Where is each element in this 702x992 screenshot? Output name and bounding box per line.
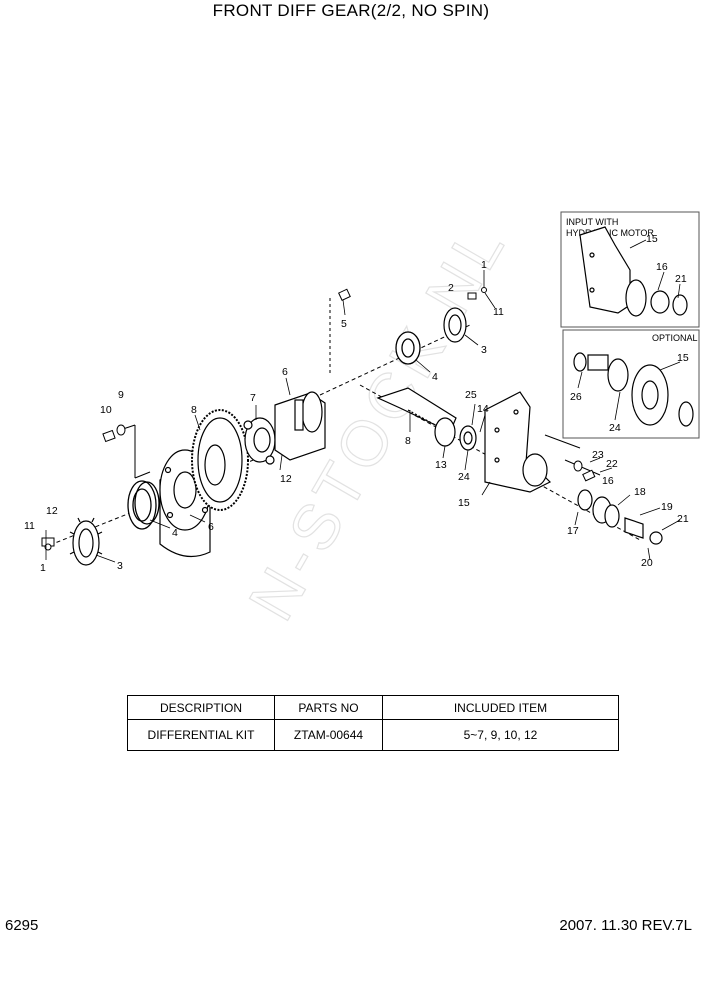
callout-26: 26 (570, 391, 582, 403)
kit-header-included-item: INCLUDED ITEM (382, 695, 619, 720)
callout-6-left: 6 (208, 521, 214, 533)
callout-16-inset: 16 (656, 261, 668, 273)
part-4-bearing-right (395, 331, 421, 365)
callout-8: 8 (191, 404, 197, 416)
callout-25: 25 (465, 389, 477, 401)
callout-3-left: 3 (117, 560, 123, 572)
kit-cell-description: DIFFERENTIAL KIT (127, 719, 275, 751)
inset-optional-label: OPTIONAL (652, 333, 698, 343)
callout-7: 7 (250, 392, 256, 404)
kit-cell-parts-no: ZTAM-00644 (274, 719, 383, 751)
callout-8-pinion: 8 (405, 435, 411, 447)
part-6-diff-case-right (274, 391, 326, 461)
callout-15-optional: 15 (677, 352, 689, 364)
callout-4: 4 (432, 371, 438, 383)
callout-3: 3 (481, 344, 487, 356)
callout-22: 22 (606, 458, 618, 470)
kit-table-row: DIFFERENTIAL KIT ZTAM-00644 5~7, 9, 10, … (127, 719, 619, 751)
callout-9: 9 (118, 389, 124, 401)
callout-23: 23 (592, 449, 604, 461)
callout-5: 5 (341, 318, 347, 330)
callout-11-left: 11 (24, 520, 35, 532)
callout-18: 18 (634, 486, 646, 498)
callout-2: 2 (448, 282, 454, 294)
inset-hydraulic-motor: INPUT WITH HYDRAULIC MOTOR (560, 211, 700, 328)
part-11-lock-plate (41, 537, 55, 551)
callout-14: 14 (477, 403, 489, 415)
part-10-bolt (102, 424, 126, 443)
kit-header-parts-no: PARTS NO (274, 695, 383, 720)
callout-10: 10 (100, 404, 112, 416)
callout-11: 11 (493, 306, 504, 318)
part-15-carrier-housing (484, 391, 552, 493)
part-16-bolt (573, 460, 596, 482)
kit-table: DESCRIPTION PARTS NO INCLUDED ITEM DIFFE… (127, 695, 619, 751)
kit-header-description: DESCRIPTION (127, 695, 275, 720)
callout-1: 1 (481, 259, 487, 271)
part-2-lock-plate (467, 287, 487, 300)
callout-1-left: 1 (40, 562, 46, 574)
callout-labels: 5 6 1 2 11 3 4 9 10 8 7 12 25 14 8 13 24… (24, 233, 689, 574)
part-4-bearing-left (127, 480, 160, 530)
callout-17: 17 (567, 525, 579, 537)
callout-16: 16 (602, 475, 614, 487)
part-3-ring-nut-left (69, 517, 103, 566)
part-12-spider-gears (243, 417, 276, 465)
callout-21: 21 (677, 513, 689, 525)
kit-cell-included-item: 5~7, 9, 10, 12 (382, 719, 619, 751)
part-17-seal-and-yoke (577, 489, 663, 545)
callout-24: 24 (458, 471, 470, 483)
part-13-pinion-bearing (434, 417, 477, 451)
inset-label-line2: HYDRAULIC MOTOR (566, 228, 654, 238)
callout-21-inset: 21 (675, 273, 687, 285)
callout-12-left: 12 (46, 505, 58, 517)
callout-20: 20 (641, 557, 653, 569)
page-title: FRONT DIFF GEAR(2/2, NO SPIN) (212, 1, 490, 20)
kit-table-header-row: DESCRIPTION PARTS NO INCLUDED ITEM (127, 695, 619, 720)
callout-19: 19 (661, 501, 673, 513)
callout-15-inset: 15 (646, 233, 658, 245)
callout-4-left: 4 (172, 527, 178, 539)
inset-optional: OPTIONAL (562, 329, 700, 439)
revision-date: 2007. 11.30 REV.7L (559, 917, 692, 934)
callout-24-optional: 24 (609, 422, 621, 434)
callout-15: 15 (458, 497, 470, 509)
callout-12: 12 (280, 473, 292, 485)
part-3-ring-nut-right (443, 307, 467, 343)
callout-6: 6 (282, 366, 288, 378)
leader-lines (45, 239, 681, 563)
page-number: 6295 (5, 917, 39, 934)
inset-label-line1: INPUT WITH (566, 217, 618, 227)
part-5-bolt (338, 288, 351, 301)
callout-13: 13 (435, 459, 447, 471)
part-8-ring-gear (191, 409, 249, 511)
